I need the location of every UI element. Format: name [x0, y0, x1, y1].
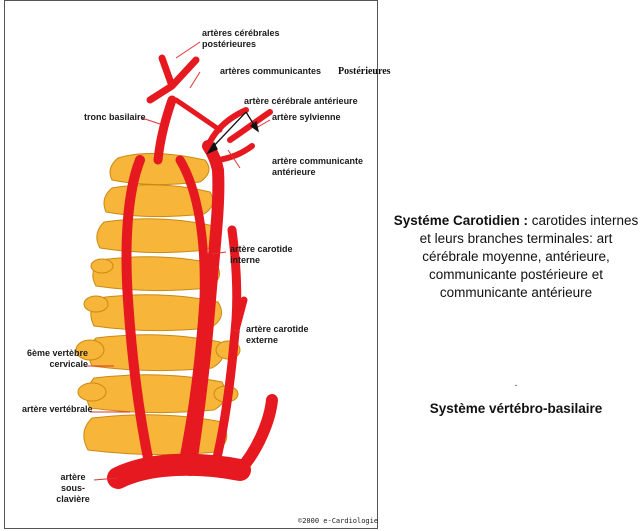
posterior-communicating-arteries [176, 100, 220, 130]
label-artere-sylvienne: artère sylvienne [272, 112, 341, 123]
label-tronc-basilaire: tronc basilaire [84, 112, 146, 123]
label-artere-sous-claviere: artère sous-clavière [48, 472, 98, 505]
vertebro-basilar-title: Système vértébro-basilaire [392, 400, 640, 418]
basilar-trunk [158, 100, 172, 160]
label-6eme-vertebre-cervicale: 6ème vertèbre cervicale [22, 348, 88, 370]
label-artere-cerebrale-anterieure: artère cérébrale antérieure [244, 96, 358, 107]
subclavian-right-branch [240, 400, 272, 470]
label-artere-vertebrale: artère vertébrale [22, 404, 93, 415]
anatomy-illustration [0, 0, 380, 531]
label-arteres-cerebrales-posterieures: artères cérébrales postérieures [202, 28, 294, 50]
label-arteres-communicantes: artères communicantes [220, 66, 321, 77]
label-credit: ©2000 e-Cardiologie [298, 516, 378, 527]
separator-dot: . [392, 378, 640, 390]
label-artere-communicante-anterieure: artère communicante antérieure [272, 156, 370, 178]
subclavian-artery [118, 465, 240, 478]
label-posterieures-handwritten: Postérieures [338, 66, 391, 77]
vertebra-t1 [84, 415, 227, 455]
carotid-description: Systéme Carotidien : carotides internes … [392, 212, 640, 302]
posterior-cerebral-arteries [150, 58, 196, 100]
carotid-title: Systéme Carotidien : [394, 213, 528, 228]
label-artere-carotide-externe: artère carotide externe [246, 324, 316, 346]
anterior-communicating-artery [218, 146, 252, 160]
label-artere-carotide-interne: artère carotide interne [230, 244, 300, 266]
